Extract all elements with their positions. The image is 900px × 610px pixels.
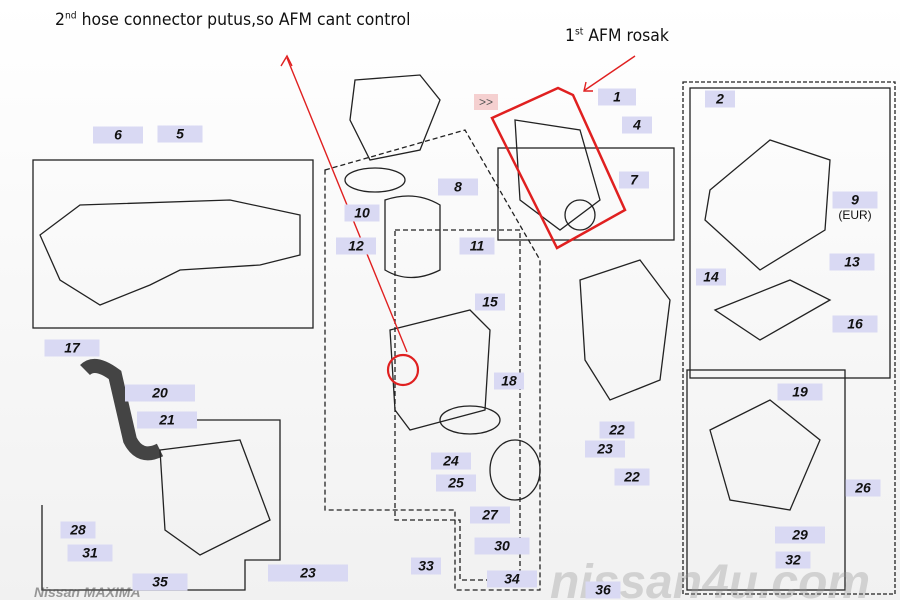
- section-box-right: [682, 81, 896, 595]
- section-box-14: [689, 87, 891, 379]
- part-label-2: 2: [705, 90, 735, 108]
- part-label-36: 36: [585, 581, 621, 599]
- arrow-to-afm: [584, 55, 636, 91]
- filter-case-23: [579, 259, 671, 401]
- section-box-5: [32, 159, 314, 329]
- part-label-22: 22: [614, 468, 650, 486]
- part-label-23: 23: [268, 564, 348, 582]
- part-label-27: 27: [470, 506, 510, 524]
- bellows-8: [384, 195, 441, 279]
- connector-highlight-circle: [386, 353, 420, 387]
- part-label-18: 18: [494, 372, 524, 390]
- annotation-hose-connector: 2nd hose connector putus,so AFM cant con…: [55, 10, 411, 30]
- watermark-brand: Nissan MAXIMA: [34, 584, 141, 600]
- air-cleaner-14: [704, 139, 831, 271]
- part-label-11: 11: [459, 237, 495, 255]
- part-label-16: 16: [832, 315, 878, 333]
- part-label-19: 19: [777, 383, 823, 401]
- lower-case-26: [709, 399, 821, 511]
- part-label-1: 1: [598, 88, 636, 106]
- element-16: [713, 279, 832, 341]
- part-label-7: 7: [619, 171, 649, 189]
- afm-highlight-outline: [490, 86, 627, 250]
- section-box-26: [686, 369, 846, 591]
- part-label-4: 4: [622, 116, 652, 134]
- part-label-32: 32: [775, 551, 811, 569]
- hose-25: [489, 439, 541, 501]
- part-label-33: 33: [411, 557, 441, 575]
- part-label-12: 12: [336, 237, 376, 255]
- part-label-35: 35: [132, 573, 188, 591]
- resonator-21: [159, 439, 271, 556]
- section-box-center: [324, 129, 541, 591]
- part-label-29: 29: [775, 526, 825, 544]
- part-label-21: 21: [137, 411, 197, 429]
- part-label-15: 15: [475, 293, 505, 311]
- part-label-10: 10: [344, 204, 380, 222]
- clamp-10: [344, 167, 406, 193]
- part-label-23: 23: [585, 440, 625, 458]
- part-label-22: 22: [599, 421, 635, 439]
- eur-note: (EUR): [838, 208, 872, 222]
- red-annotation-marks: [280, 54, 636, 387]
- part-label-25: 25: [436, 474, 476, 492]
- arrow-head-2: [280, 54, 293, 67]
- part-label-26: 26: [845, 479, 881, 497]
- part-label-30: 30: [474, 537, 530, 555]
- part-label-28: 28: [60, 521, 96, 539]
- arrow-head-1: [583, 81, 593, 92]
- clamp-24: [439, 405, 501, 435]
- part-label-31: 31: [67, 544, 113, 562]
- chevron-marker: >>: [474, 94, 498, 110]
- part-label-24: 24: [431, 452, 471, 470]
- part-label-8: 8: [438, 178, 478, 196]
- annotation-afm-broken: 1st AFM rosak: [565, 26, 669, 46]
- afm-1: [514, 119, 601, 231]
- part-label-5: 5: [157, 125, 203, 143]
- section-box-inner: [394, 229, 521, 581]
- air-duct-5: [39, 199, 301, 306]
- part-label-20: 20: [125, 384, 195, 402]
- part-label-13: 13: [829, 253, 875, 271]
- part-label-14: 14: [696, 268, 726, 286]
- part-label-17: 17: [44, 339, 100, 357]
- section-box-4: [497, 147, 675, 241]
- seal-7: [564, 199, 596, 231]
- part-label-34: 34: [487, 570, 537, 588]
- afm-housing: [389, 309, 491, 431]
- part-label-6: 6: [93, 126, 143, 144]
- section-box-21: [41, 419, 281, 591]
- throttle-part: [349, 74, 441, 161]
- part-label-9: 9: [832, 191, 878, 209]
- hose-20: [80, 359, 164, 461]
